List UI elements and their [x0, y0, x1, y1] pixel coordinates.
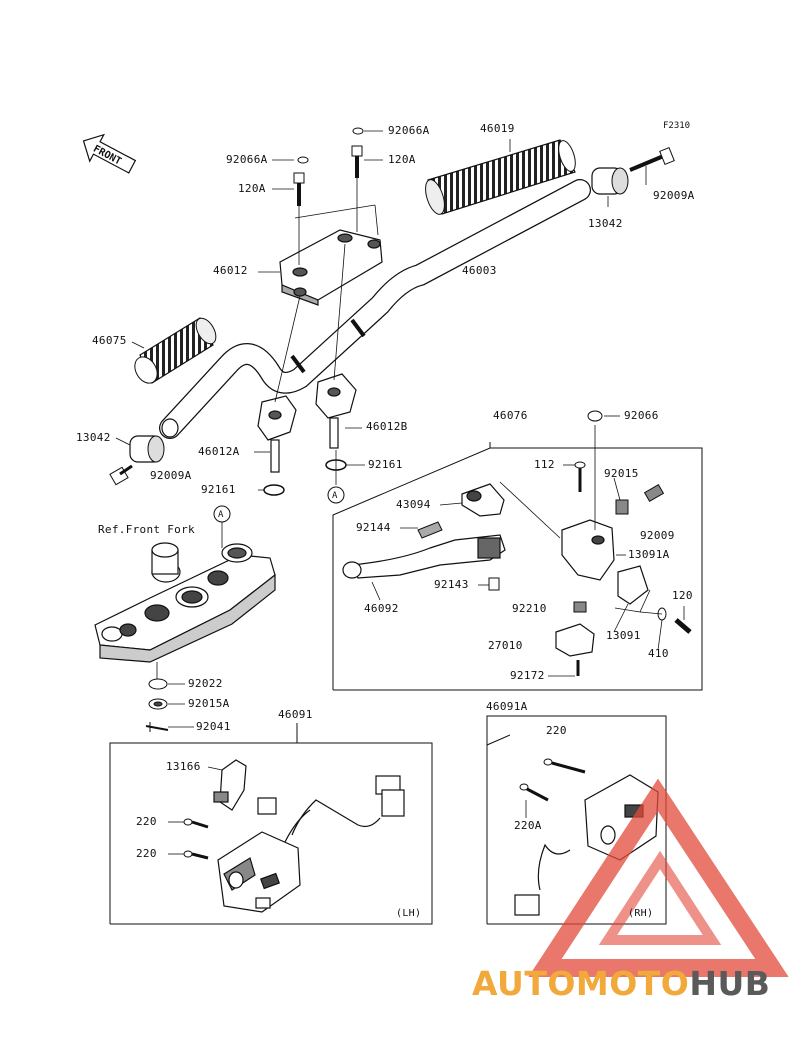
lh-switch-housing	[217, 831, 301, 913]
holder-13091A	[561, 519, 615, 581]
bar-end-weight-left	[129, 435, 165, 463]
grip-46075	[134, 317, 217, 384]
ref-front-fork-label: Ref.Front Fork	[98, 523, 195, 536]
lh-screws-220	[183, 818, 209, 860]
bolt-120A-upper	[351, 127, 364, 178]
rh-screws-220	[519, 758, 586, 802]
bar-end-weight-right	[591, 167, 629, 195]
watermark-text: AUTOMOTOHUB	[472, 964, 770, 1004]
screw-112	[574, 461, 586, 492]
watermark-triangle-logo	[528, 778, 789, 977]
part-label-92143: 92143	[434, 578, 469, 591]
bolt-120A-left	[293, 156, 309, 206]
grip-46019	[425, 139, 576, 215]
part-label-13091: 13091	[606, 629, 641, 642]
part-label-92041: 92041	[196, 720, 231, 733]
part-label-92144: 92144	[356, 521, 391, 534]
figure-code: F2310	[663, 121, 691, 131]
front-fork-bridge	[94, 542, 276, 663]
spring-92144	[417, 521, 443, 539]
part-label-13042-left: 13042	[76, 431, 111, 444]
clamp-13091	[617, 565, 649, 605]
part-label-46075: 46075	[92, 334, 127, 347]
handlebar-46003	[159, 179, 591, 439]
part-label-46091: 46091	[278, 708, 313, 721]
lower-holder-46012B	[315, 373, 357, 449]
bolt-92009A-left	[109, 464, 133, 486]
lever-leader-lines	[499, 481, 663, 615]
lh-switch-box	[109, 723, 433, 925]
part-label-120A-top: 120A	[388, 153, 416, 166]
cap-92066	[587, 410, 603, 530]
part-label-92210: 92210	[512, 602, 547, 615]
front-arrow-icon	[82, 133, 137, 174]
callout-a-marker-fork	[213, 505, 231, 548]
part-label-92015: 92015	[604, 467, 639, 480]
part-label-92161-right: 92161	[368, 458, 403, 471]
watermark-text-part1: AUTOMOTO	[472, 964, 690, 1003]
part-label-92009A-right: 92009A	[653, 189, 695, 202]
callout-a-label-fork: A	[218, 510, 224, 520]
alignment-lines	[274, 178, 379, 485]
part-label-220A: 220A	[514, 819, 542, 832]
part-label-92009A-left: 92009A	[150, 469, 192, 482]
part-label-92066A-top: 92066A	[388, 124, 430, 137]
upper-holder-46012	[279, 229, 383, 306]
part-label-43094: 43094	[396, 498, 431, 511]
part-label-112: 112	[534, 458, 555, 471]
adjuster-92015	[615, 483, 665, 515]
stem-washers	[145, 662, 169, 732]
switch-27010	[555, 623, 595, 676]
part-label-46012: 46012	[213, 264, 248, 277]
rh-label: (RH)	[628, 908, 654, 919]
part-label-46012A: 46012A	[198, 445, 240, 458]
part-label-92015A: 92015A	[188, 697, 230, 710]
lower-holder-46012A	[257, 395, 297, 473]
pin-92143	[488, 577, 500, 591]
part-label-92172: 92172	[510, 669, 545, 682]
part-label-220-rh: 220	[546, 724, 567, 737]
label-leaders	[115, 130, 685, 855]
part-label-46012B: 46012B	[366, 420, 408, 433]
part-label-120: 120	[672, 589, 693, 602]
lh-label: (LH)	[396, 908, 422, 919]
part-label-46003: 46003	[462, 264, 497, 277]
clutch-lever-46092	[342, 534, 506, 579]
part-label-46092: 46092	[364, 602, 399, 615]
callout-a-label: A	[332, 491, 338, 501]
clutch-lever-assembly-box	[332, 442, 703, 691]
part-label-92009: 92009	[640, 529, 675, 542]
bolt-92009A-right	[629, 146, 675, 172]
part-label-46019: 46019	[480, 122, 515, 135]
callout-a-marker	[327, 486, 345, 504]
part-label-13091A: 13091A	[628, 548, 670, 561]
part-label-92066A-left: 92066A	[226, 153, 268, 166]
part-label-27010: 27010	[488, 639, 523, 652]
bracket-43094	[461, 483, 505, 517]
part-label-46091A: 46091A	[486, 700, 528, 713]
lh-switch-cable	[257, 775, 405, 843]
part-label-410: 410	[648, 647, 669, 660]
part-label-92066: 92066	[624, 409, 659, 422]
watermark-text-part2: HUB	[689, 964, 771, 1003]
part-label-220-b: 220	[136, 847, 157, 860]
part-label-120A-left: 120A	[238, 182, 266, 195]
rh-switch-box	[486, 715, 667, 925]
rh-switch-cable	[514, 843, 571, 916]
part-label-92022: 92022	[188, 677, 223, 690]
part-label-13166: 13166	[166, 760, 201, 773]
part-label-220-a: 220	[136, 815, 157, 828]
choke-lever-13166	[213, 759, 247, 811]
part-label-46076: 46076	[493, 409, 528, 422]
part-label-13042-right: 13042	[588, 217, 623, 230]
part-label-92161-left: 92161	[201, 483, 236, 496]
washer-92161-left	[263, 484, 285, 496]
nut-92210	[573, 601, 587, 613]
bolt-120-right	[657, 607, 692, 634]
